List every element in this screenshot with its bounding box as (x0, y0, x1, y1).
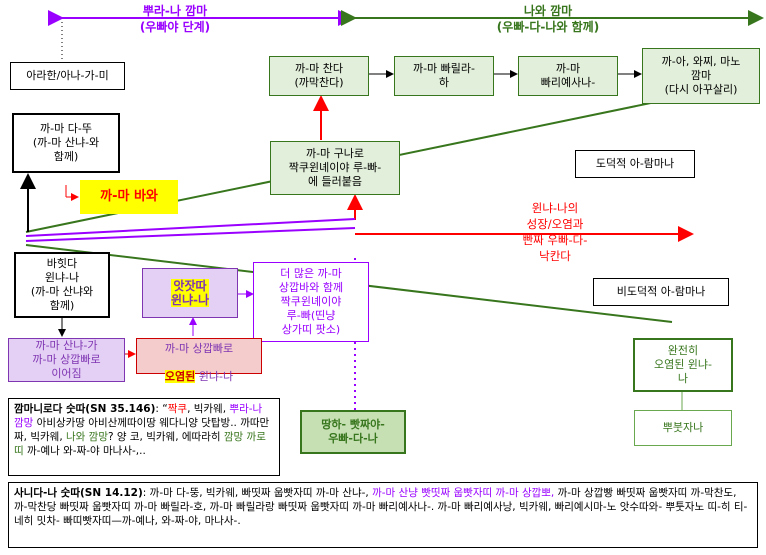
quote-kamma-nirodha: 깜마니로다 숫따(SN 35.146): “짝쿠, 빅카웨, 뿌라-나 깜망 아… (8, 398, 280, 476)
header-left-text: 뿌라-나 깜마 (우빠야 단계) (139, 4, 211, 34)
ajjhatta-label: 앗잣따 윈냐-나 (170, 279, 210, 307)
kaya-vaci-mano-box: 까-아, 와찌, 마노 깜마 (다시 아꾸살리) (642, 48, 760, 104)
ajjhatta-box: 앗잣따 윈냐-나 (142, 268, 238, 318)
adhamma-arammana-box: 비도덕적 아-람마나 (593, 278, 729, 306)
quote-sanidana: 사니다-나 숫따(SN 14.12): 까-마 다-뚱, 빅카웨, 빠띳짜 웁빳… (8, 482, 758, 548)
complete-pollution-box: 완전히 오염된 윈냐- 나 (633, 338, 733, 392)
polluted-vinnana-box: 까-마 상깝빠로 오염된 윈냐-나 (136, 338, 262, 383)
arahan-box: 아라한/아나-가-미 (10, 62, 125, 90)
dhamma-arammana-box: 도덕적 아-람마나 (575, 150, 695, 178)
kama-sanna-box: 까-마 산냐-가 까-마 상깝빠로 이어짐 (8, 338, 125, 382)
center-red-text: 윈냐-나의 성장/오염과 빤짜 우빠-다- 낙칸다 (522, 201, 588, 263)
polluted-text: 까-마 상깝빠로 오염된 윈냐-나 (164, 342, 234, 383)
more-kama-box: 더 많은 까-마 상깝바와 함께 짝쿠윈녜이야 루-빠(띤냥 상가띠 팟소) (253, 262, 369, 342)
kama-pariyesana-box: 까-마 빠리예사나- (518, 56, 618, 96)
kama-chanda-box: 까-마 찬다 (까막찬다) (269, 56, 369, 96)
tanha-upadana-box: 땅하- 빳짜야- 우빠-다-나 (300, 410, 406, 454)
quote2-ref: 사니다-나 숫따(SN 14.12) (14, 487, 143, 499)
kama-rajja-box: 까-마 빠릴라- 하 (394, 56, 494, 96)
kama-dhatu-box: 까-마 다-뚜 (까-마 산냐-와 함께) (12, 113, 120, 173)
quote1-ref: 깜마니로다 숫따(SN 35.146) (14, 403, 156, 415)
kama-gunaro-box: 까-마 구나로 짝쿠윈녜이야 루-빠- 에 들러붙음 (270, 141, 400, 195)
puthujjana-box: 뿌붓자나 (634, 410, 732, 446)
header-right-text: 나와 깜마 (우빠-다-나와 함께) (496, 4, 600, 34)
bahiddha-box: 바힛다 윈냐-나 (까-마 산냐와 함께) (14, 252, 110, 318)
kama-bhava-box: 까-마 바와 (80, 180, 178, 214)
